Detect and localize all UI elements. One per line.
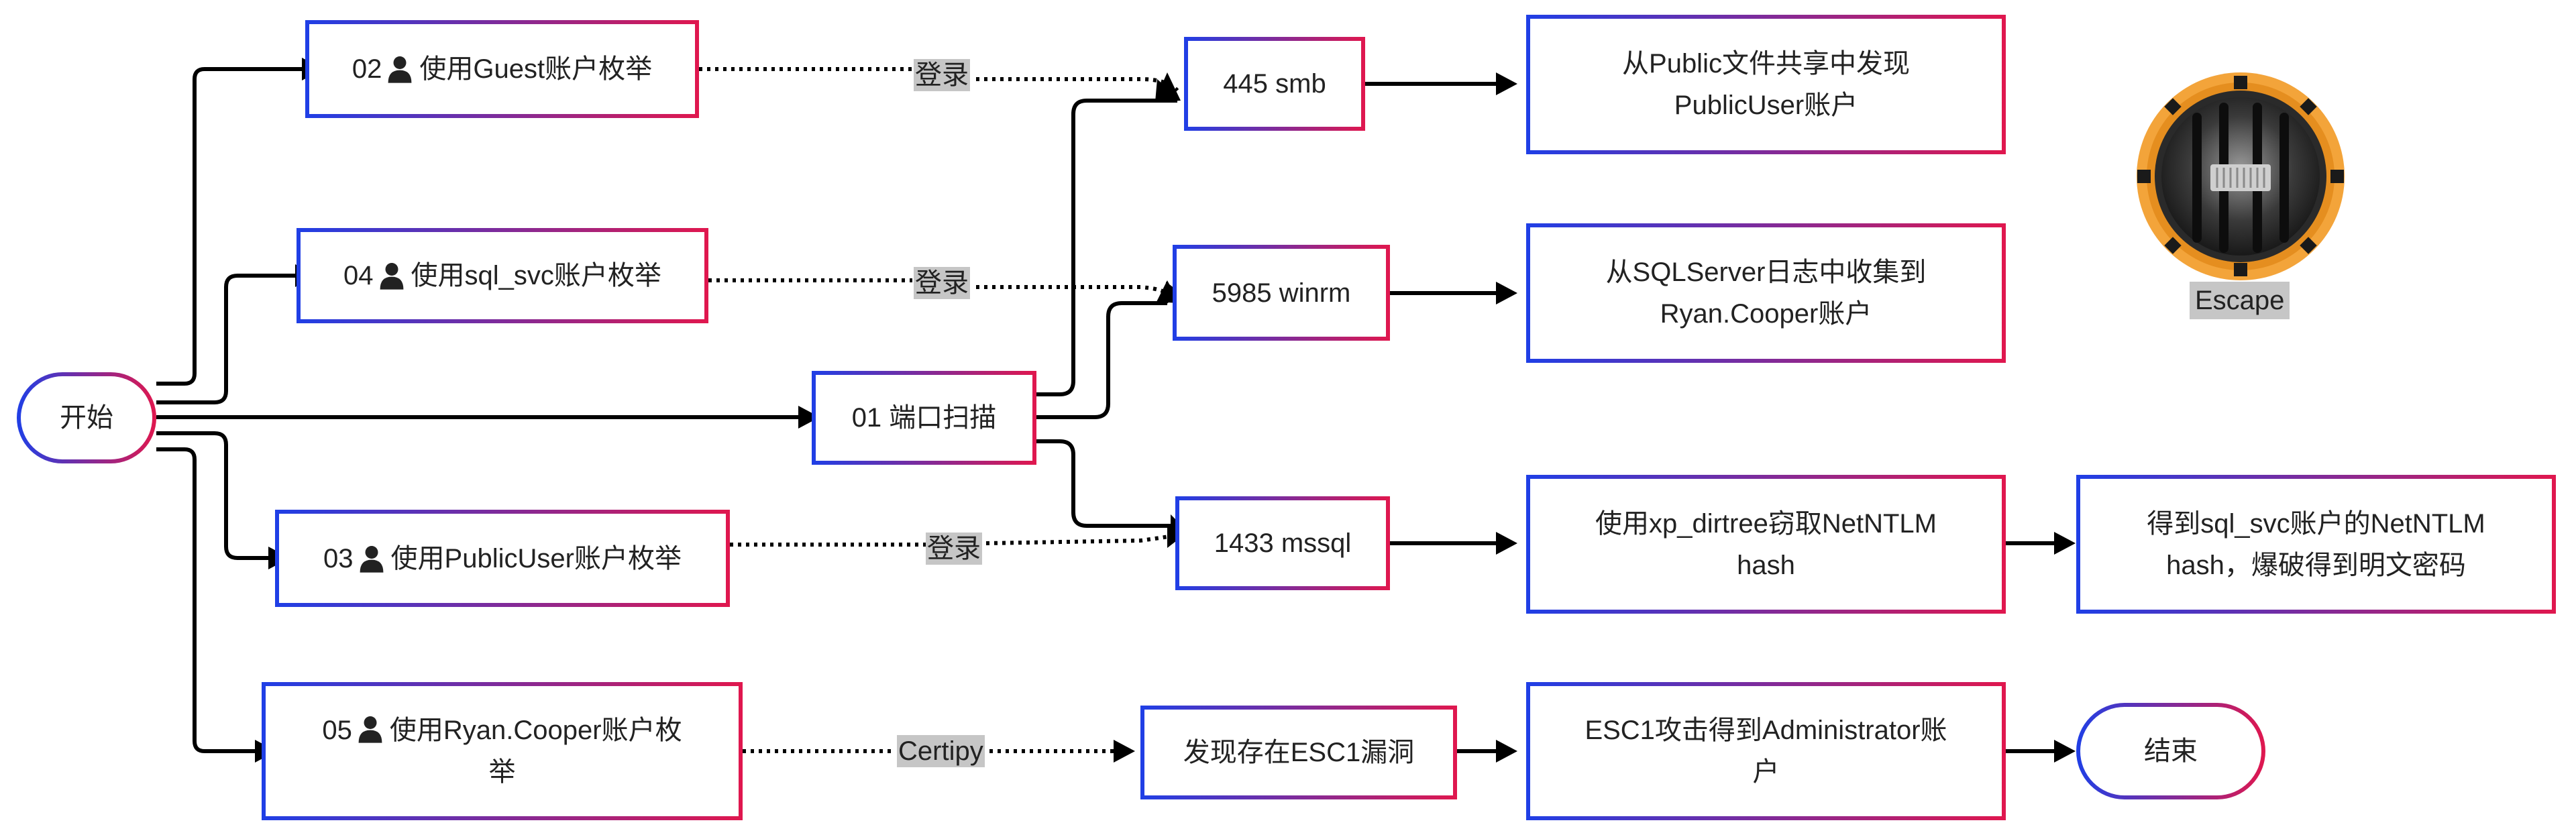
edge-label-publicuser-login: 登录 <box>926 533 982 565</box>
winrm-node[interactable]: 5985 winrm <box>1173 245 1390 341</box>
esc1-found-label: 发现存在ESC1漏洞 <box>1183 738 1415 767</box>
crack-line1: 得到sql_svc账户的NetNTLM <box>2147 508 2485 539</box>
edge-start-to-05 <box>156 447 255 753</box>
step-03-node[interactable]: 03 使用PublicUser账户枚举 <box>275 510 730 607</box>
step-02-label: 使用Guest账户枚举 <box>419 54 653 84</box>
crack-line2: hash，爆破得到明文密码 <box>2166 550 2466 580</box>
step-04-node[interactable]: 04 使用sql_svc账户枚举 <box>297 228 708 323</box>
edge-start-to-02 <box>156 67 302 386</box>
user-icon <box>358 716 382 743</box>
step-05-label: 使用Ryan.Cooper账户枚 <box>389 716 682 745</box>
edge-start-to-03 <box>156 431 268 560</box>
esc1-found-node[interactable]: 发现存在ESC1漏洞 <box>1140 706 1457 799</box>
step-02-node[interactable]: 02 使用Guest账户枚举 <box>305 20 699 118</box>
mssql-label: 1433 mssql <box>1214 528 1352 558</box>
sqlserver-log-line2: Ryan.Cooper账户 <box>1660 299 1872 329</box>
smb-label: 445 smb <box>1223 69 1326 99</box>
public-share-line2: PublicUser账户 <box>1674 91 1858 120</box>
crack-node[interactable]: 得到sql_svc账户的NetNTLM hash，爆破得到明文密码 <box>2076 475 2556 614</box>
sqlserver-log-line1: 从SQLServer日志中收集到 <box>1605 258 1927 287</box>
mssql-node[interactable]: 1433 mssql <box>1175 496 1390 590</box>
edge-01-to-winrm <box>1036 301 1167 419</box>
esc1-attack-node[interactable]: ESC1攻击得到Administrator账 户 <box>1526 682 2006 820</box>
edge-label-certipy: Certipy <box>897 735 985 767</box>
end-label: 结束 <box>2144 736 2198 766</box>
edge-02-to-smb <box>699 67 1179 93</box>
xp-dirtree-line1: 使用xp_dirtree窃取NetNTLM <box>1595 508 1937 539</box>
winrm-label: 5985 winrm <box>1212 278 1351 308</box>
step-01-node[interactable]: 01 端口扫描 <box>812 371 1036 465</box>
arrowheads <box>255 58 2076 763</box>
user-icon <box>380 263 403 290</box>
edge-01-to-mssql <box>1036 439 1171 528</box>
escape-badge-label: Escape <box>2190 282 2290 319</box>
step-05-line1: 05 使用Ryan.Cooper账户枚 <box>322 710 682 751</box>
step-04-number: 04 <box>343 261 374 290</box>
esc1-attack-line1: ESC1攻击得到Administrator账 <box>1585 716 1947 745</box>
step-03-label: 使用PublicUser账户枚举 <box>390 543 682 573</box>
step-05-number: 05 <box>322 716 352 745</box>
end-node[interactable]: 结束 <box>2076 703 2265 799</box>
edge-start-to-04 <box>156 274 295 404</box>
edge-01-to-smb <box>1036 99 1177 396</box>
esc1-attack-line2: 户 <box>1752 757 1780 787</box>
smb-node[interactable]: 445 smb <box>1184 37 1365 131</box>
start-node[interactable]: 开始 <box>17 372 156 463</box>
user-icon <box>360 545 383 573</box>
escape-machine-icon <box>2137 72 2345 280</box>
xp-dirtree-line2: hash <box>1737 550 1795 580</box>
edge-03-to-mssql <box>730 535 1169 547</box>
start-label: 开始 <box>60 403 113 433</box>
step-05-line2: 举 <box>488 757 516 787</box>
public-share-node[interactable]: 从Public文件共享中发现 PublicUser账户 <box>1526 15 2006 154</box>
step-04-label: 使用sql_svc账户枚举 <box>411 261 661 290</box>
sqlserver-log-node[interactable]: 从SQLServer日志中收集到 Ryan.Cooper账户 <box>1526 223 2006 363</box>
xp-dirtree-node[interactable]: 使用xp_dirtree窃取NetNTLM hash <box>1526 475 2006 614</box>
edge-label-guest-login: 登录 <box>914 59 970 91</box>
step-01-label: 01 端口扫描 <box>851 403 997 433</box>
edge-label-sqlsvc-login: 登录 <box>914 267 970 299</box>
step-02-number: 02 <box>352 54 382 84</box>
user-icon <box>388 56 412 83</box>
step-03-number: 03 <box>323 543 354 573</box>
public-share-line1: 从Public文件共享中发现 <box>1622 49 1910 78</box>
step-05-node[interactable]: 05 使用Ryan.Cooper账户枚 举 <box>262 682 743 820</box>
